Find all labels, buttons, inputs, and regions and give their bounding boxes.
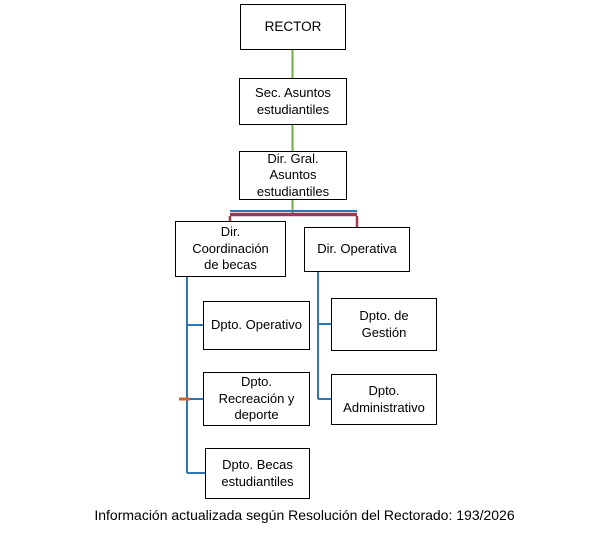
footer-note: Información actualizada según Resolución… <box>94 507 515 523</box>
node-dpto-administrativo: Dpto. Administrativo <box>331 374 437 425</box>
node-sec-asuntos-estudiantiles: Sec. Asuntos estudiantiles <box>239 78 347 125</box>
node-dpto-operativo: Dpto. Operativo <box>203 301 310 350</box>
node-dir-gral-asuntos-estudiantiles: Dir. Gral. Asuntos estudiantiles <box>239 151 347 200</box>
node-dpto-gestion: Dpto. de Gestión <box>331 298 437 351</box>
node-dpto-becas-estudiantiles: Dpto. Becas estudiantiles <box>205 448 310 499</box>
node-dir-coordinacion-becas: Dir. Coordinación de becas <box>175 221 286 277</box>
node-dpto-recreacion-deporte: Dpto. Recreación y deporte <box>203 372 310 426</box>
node-rector: RECTOR <box>240 4 346 50</box>
node-dir-operativa: Dir. Operativa <box>304 227 410 272</box>
